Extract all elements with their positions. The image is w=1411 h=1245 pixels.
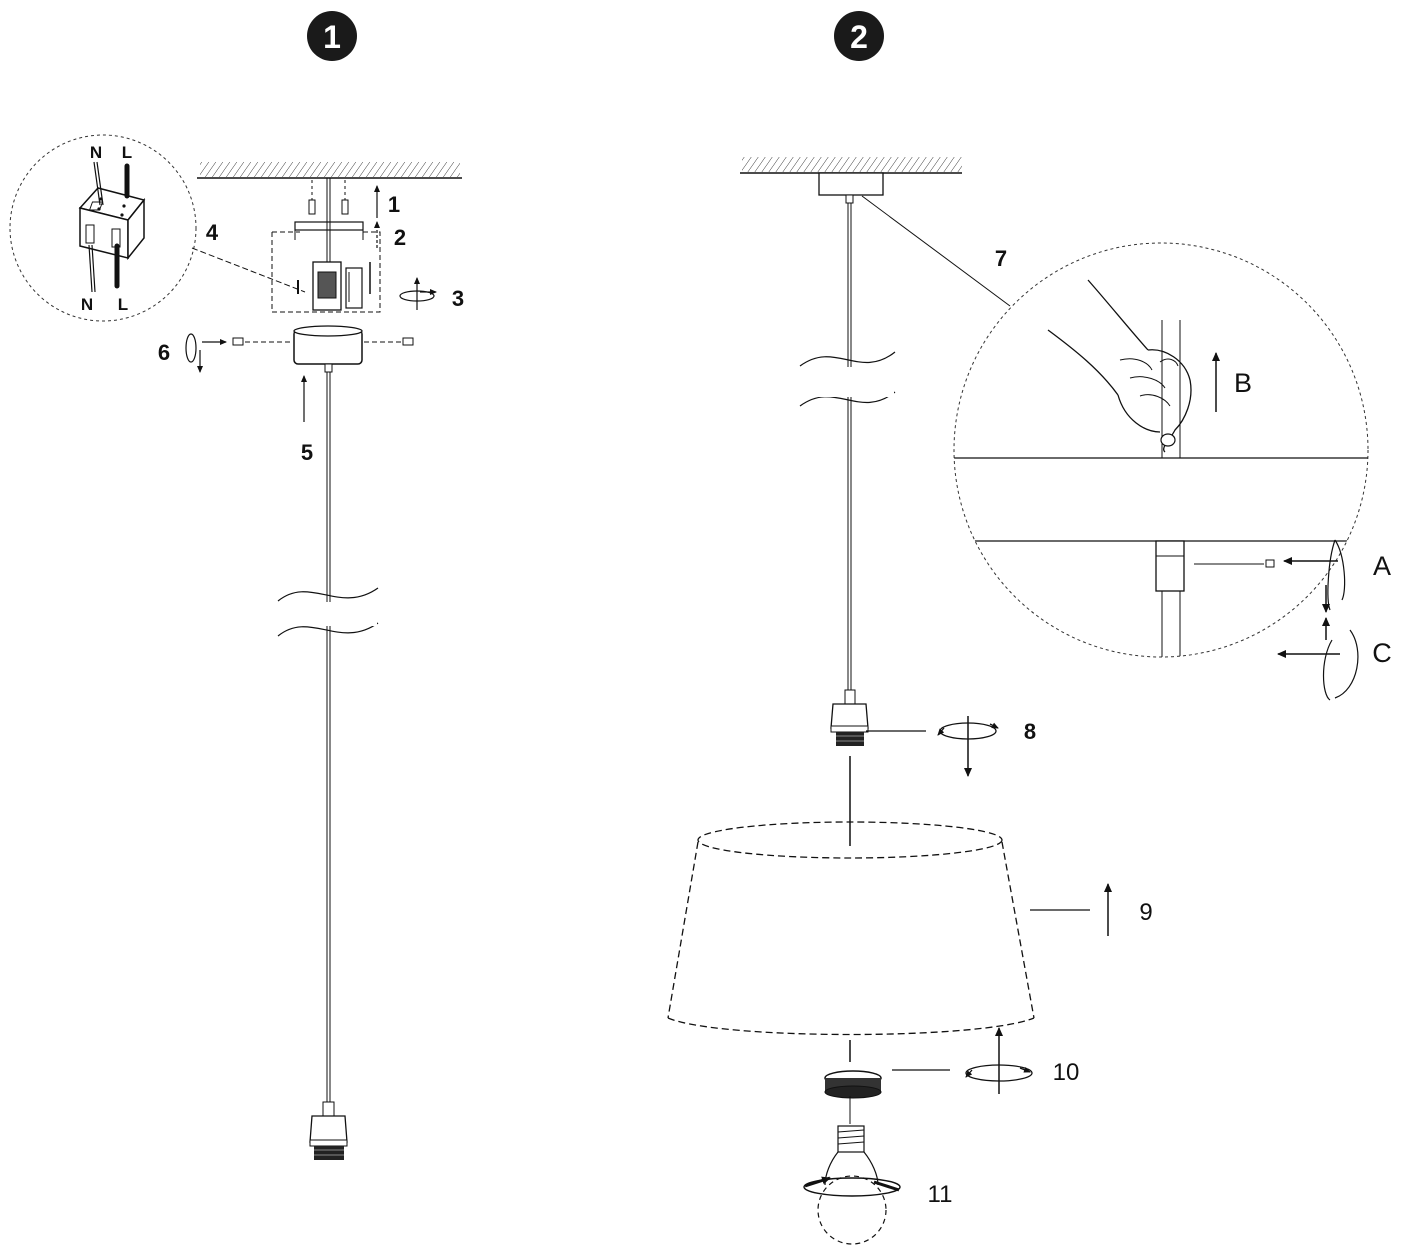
left-label-6: 6 bbox=[158, 340, 170, 365]
wire-label-n-top: N bbox=[90, 143, 102, 162]
wiring-leader-line bbox=[191, 247, 306, 293]
hand-illustration bbox=[1047, 279, 1192, 453]
step-2-badge: 2 bbox=[834, 11, 884, 61]
left-label-3: 3 bbox=[452, 286, 464, 311]
left-suspension-cable bbox=[277, 372, 379, 1102]
rotate-arrow-3 bbox=[399, 277, 437, 310]
height-adjust-detail bbox=[953, 242, 1369, 658]
rotate-arrow-10 bbox=[965, 1027, 1033, 1094]
left-label-1: 1 bbox=[388, 192, 400, 217]
left-ceiling bbox=[197, 162, 462, 179]
wire-label-n-bottom: N bbox=[81, 295, 93, 314]
left-mounting-bracket bbox=[271, 178, 381, 313]
shade-ring bbox=[824, 1040, 950, 1099]
right-label-11: 11 bbox=[928, 1181, 953, 1208]
step-2-number: 2 bbox=[850, 19, 868, 55]
detail-letter-c: C bbox=[1372, 638, 1392, 668]
right-lamp-holder bbox=[830, 689, 926, 746]
detail-letter-a: A bbox=[1373, 551, 1391, 581]
right-label-10: 10 bbox=[1053, 1059, 1080, 1086]
right-suspension-cable bbox=[799, 203, 896, 690]
lamp-shade bbox=[667, 821, 1112, 1036]
light-bulb bbox=[803, 1096, 901, 1245]
left-label-4: 4 bbox=[206, 220, 219, 245]
wiring-detail-circle: N L N L bbox=[9, 134, 197, 322]
wire-label-l-bottom: L bbox=[118, 295, 128, 314]
rotate-arrow-6 bbox=[185, 333, 227, 373]
right-ceiling bbox=[740, 157, 962, 204]
right-label-7: 7 bbox=[995, 246, 1007, 271]
left-label-5: 5 bbox=[301, 440, 313, 465]
left-label-2: 2 bbox=[394, 225, 406, 250]
right-label-9: 9 bbox=[1139, 899, 1152, 926]
detail-leader-line bbox=[861, 195, 1011, 307]
step-1-number: 1 bbox=[323, 19, 341, 55]
rotate-arrows-a-c bbox=[1277, 539, 1359, 701]
rotate-arrow-8 bbox=[937, 716, 999, 777]
left-canopy bbox=[232, 325, 414, 373]
detail-letter-b: B bbox=[1234, 368, 1252, 398]
step-1-badge: 1 bbox=[307, 11, 357, 61]
left-lamp-holder bbox=[309, 1101, 348, 1160]
right-label-8: 8 bbox=[1024, 719, 1036, 744]
wire-label-l-top: L bbox=[122, 143, 132, 162]
